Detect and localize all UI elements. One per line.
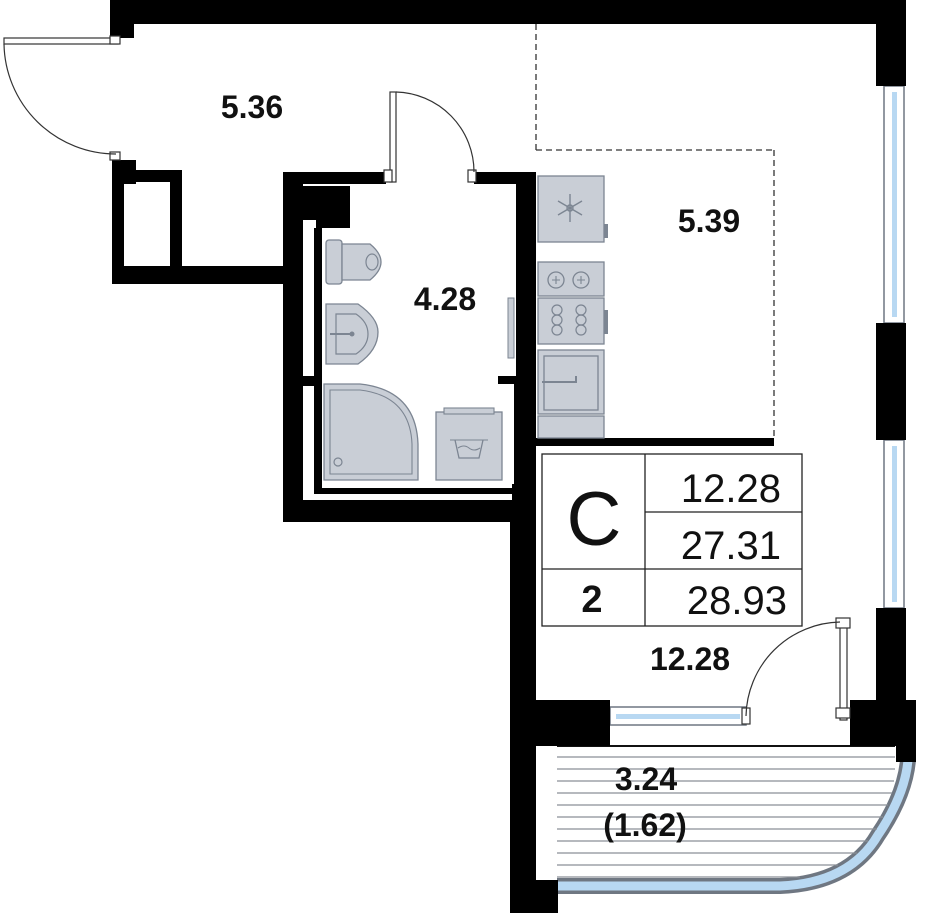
oven — [537, 297, 605, 345]
windows — [557, 85, 916, 894]
doors — [3, 35, 851, 725]
apartment-type-letter: С — [567, 477, 622, 562]
kitchen-area: 5.39 — [678, 203, 740, 239]
bathroom-fixtures — [323, 239, 515, 481]
shower-tray — [323, 383, 419, 481]
washbasin — [325, 303, 379, 365]
washing-machine — [435, 407, 503, 481]
bathroom-area: 4.28 — [414, 281, 476, 317]
hall-area: 5.36 — [221, 89, 283, 125]
balcony-area: 3.24 — [615, 761, 677, 797]
balcony-reduced-area: (1.62) — [603, 807, 687, 843]
kitchen-zone — [535, 24, 775, 440]
living-room-area: 12.28 — [650, 641, 730, 677]
rooms-count: 2 — [581, 579, 602, 621]
snowflake-icon — [557, 194, 583, 222]
toilet — [325, 239, 382, 285]
hob — [537, 261, 605, 297]
towel-rail — [507, 297, 515, 359]
kitchen-fixtures — [537, 175, 608, 439]
balcony-floor — [557, 745, 895, 878]
total-with-balcony-value: 28.93 — [687, 579, 787, 623]
summary-table: С 12.28 27.31 2 28.93 — [541, 453, 803, 627]
total-area-value: 27.31 — [681, 524, 781, 568]
room-labels: 5.36 4.28 5.39 12.28 3.24 (1.62) — [221, 89, 740, 843]
walls — [110, 0, 916, 913]
living-area-value: 12.28 — [681, 467, 781, 511]
